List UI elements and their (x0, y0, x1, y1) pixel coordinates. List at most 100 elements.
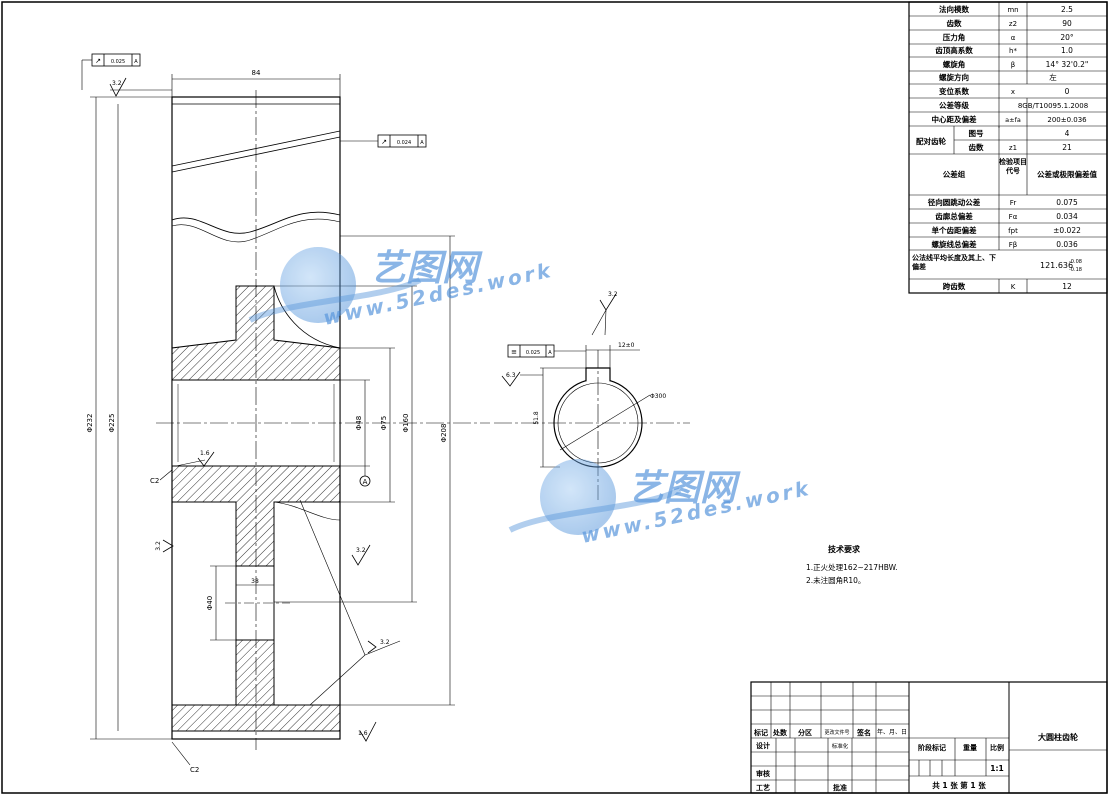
svg-text:A: A (363, 478, 368, 486)
tol-name: 径向圆跳动公差 (928, 197, 981, 207)
mating-val1: 4 (1065, 129, 1070, 138)
keyway-view (494, 293, 690, 500)
tolerance-frame-1: ↗ 0.025 A (81, 53, 141, 90)
tech-requirements: 技术要求 1.正火处理162~217HBW. 2.未注圆角R10。 (806, 544, 898, 585)
param-value: 200±0.036 (1047, 116, 1087, 124)
tb-process: 工艺 (756, 783, 770, 792)
svg-text:0.025: 0.025 (526, 350, 540, 356)
param-name: 齿顶高系数 (935, 45, 973, 55)
mating-sub1: 图号 (969, 129, 984, 138)
tol-name: 单个齿距偏差 (932, 225, 977, 235)
lower-web-section (235, 639, 275, 706)
param-value: 8GB/T10095.1.2008 (1018, 102, 1088, 110)
watermark-2-cn: 艺图网 (628, 468, 741, 509)
svg-text:A: A (420, 140, 424, 146)
base-tangent-value: 121.636 (1040, 261, 1073, 270)
tol-symbol: fpt (1008, 227, 1018, 235)
tol-symbol: Fr (1010, 199, 1017, 207)
tb-stage: 阶段标记 (918, 743, 946, 752)
roughness-bottom-right: 1.6 (358, 730, 368, 737)
tb-review: 审核 (756, 769, 770, 778)
mating-label: 配对齿轮 (916, 136, 946, 146)
dim-hub-dia: Φ75 (380, 416, 388, 430)
keyway-arc: Φ300 (650, 393, 666, 400)
param-name: 螺旋角 (943, 59, 966, 69)
params-table-text: 法向模数 mn 2.5 齿数 z2 90 压力角 α 20° 齿顶高系数 h* … (912, 4, 1097, 291)
tb-header: 处数 (772, 728, 788, 737)
param-symbol: x (1011, 88, 1015, 96)
keyway-roughness: 3.2 (608, 291, 618, 298)
param-name: 压力角 (943, 32, 966, 42)
tol-value: 0.075 (1056, 198, 1078, 207)
params-table (908, 1, 1108, 294)
tb-header: 更改文件号 (824, 729, 849, 736)
svg-text:A: A (548, 350, 552, 356)
param-name: 齿数 (947, 18, 962, 28)
roughness-symbols (109, 77, 377, 742)
tol-name: 螺旋线总偏差 (932, 239, 977, 249)
dim-hole-pitch: 38 (251, 578, 259, 585)
svg-text:0.025: 0.025 (111, 59, 125, 65)
tb-header: 年、月、日 (877, 728, 907, 736)
keyway-width: 12±0 (618, 342, 635, 349)
tb-weight: 重量 (963, 743, 977, 752)
dim-web-inner-dia: Φ208 (440, 424, 448, 443)
tb-sheet: 共 1 张 第 1 张 (932, 780, 986, 790)
param-name: 变位系数 (939, 86, 969, 96)
keyway-depth: 51.8 (533, 411, 540, 425)
dim-tip-dia: Φ232 (86, 414, 94, 433)
dim-bore-dia: Φ48 (355, 416, 363, 430)
tol-value: 0.034 (1056, 212, 1078, 221)
svg-text:0.024: 0.024 (397, 140, 411, 146)
param-value: 2.5 (1061, 5, 1073, 14)
tb-scale: 1:1 (990, 764, 1003, 773)
roughness-general: 3.2 (380, 639, 390, 646)
param-symbol: α (1011, 34, 1016, 42)
tol-symbol: Fβ (1009, 241, 1018, 249)
span-teeth-value: 12 (1062, 282, 1072, 291)
roughness-top-left: 3.2 (112, 80, 122, 87)
section-view (156, 90, 490, 750)
watermark-2: 艺图网 www.52des.work (508, 459, 813, 548)
param-value: 0 (1065, 87, 1070, 96)
svg-text:A: A (134, 59, 138, 65)
dim-root-dia: Φ225 (108, 414, 116, 433)
svg-text:↗: ↗ (381, 138, 387, 146)
tolerance-frame-2: ↗ 0.024 A (340, 134, 427, 148)
base-tangent-lower: -0.18 (1069, 267, 1082, 273)
chamfer-left: C2 (150, 477, 159, 485)
param-value: 20° (1060, 33, 1074, 42)
roughness-left-mid: 3.2 (155, 541, 162, 551)
param-symbol: mn (1007, 6, 1018, 14)
watermark-1-cn: 艺图网 (370, 248, 483, 289)
base-tangent-name: 公法线平均长度及其上、下偏差 (912, 254, 996, 271)
tb-scale-label: 比例 (990, 743, 1004, 752)
tol-header-group: 公差组 (943, 169, 966, 179)
param-value: 90 (1062, 19, 1072, 28)
dim-web-outer-dia: Φ160 (402, 414, 410, 433)
mating-val2: 21 (1062, 143, 1072, 152)
tech-item-1: 1.正火处理162~217HBW. (806, 562, 898, 572)
span-teeth-name: 跨齿数 (943, 281, 966, 291)
param-value: 14° 32'0.2" (1046, 60, 1089, 69)
title-block-text: 标记 处数 分区 更改文件号 签名 年、月、日 设计 标准化 审核 工艺 批准 … (753, 728, 1078, 792)
param-symbol: z2 (1009, 20, 1017, 28)
tol-header-code: 检验项目代号 (999, 158, 1027, 175)
title-block (750, 681, 1108, 794)
param-value: 左 (1049, 72, 1057, 82)
param-symbol: a±fa (1005, 116, 1021, 124)
tol-name: 齿廓总偏差 (935, 211, 973, 221)
roughness-hub-line: 1.6 (200, 450, 210, 457)
tolerance-frame-3: ≡ 0.025 A (507, 344, 586, 358)
tol-value: ±0.022 (1053, 226, 1081, 235)
tb-design: 设计 (756, 741, 770, 750)
tech-title: 技术要求 (828, 544, 861, 554)
param-symbol: β (1011, 61, 1015, 69)
tb-standard: 标准化 (832, 742, 849, 750)
param-name: 螺旋方向 (939, 72, 969, 82)
tol-symbol: Fα (1009, 213, 1018, 221)
svg-text:≡: ≡ (511, 348, 517, 356)
tb-header: 标记 (753, 728, 768, 737)
tb-header: 签名 (856, 728, 871, 737)
